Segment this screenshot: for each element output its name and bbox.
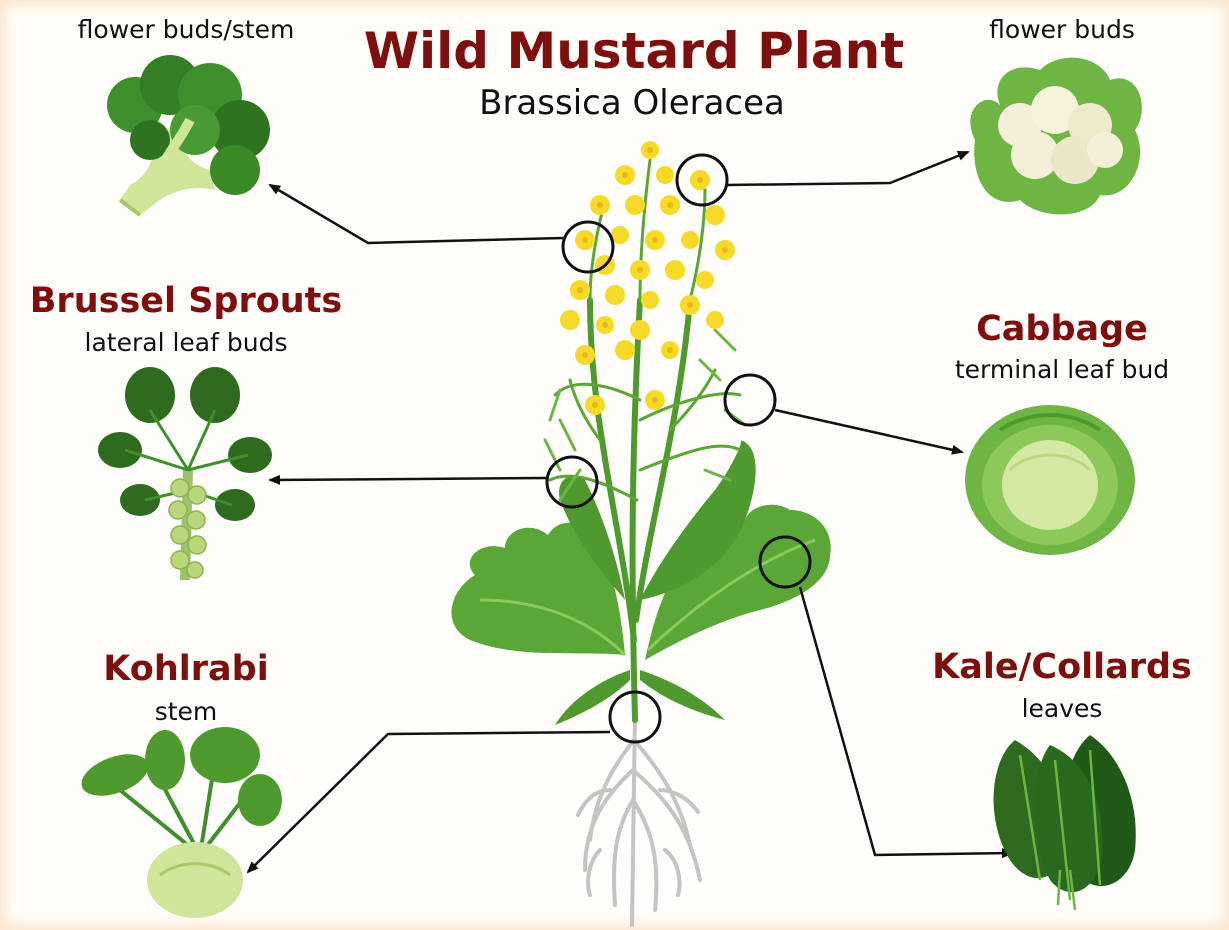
kohlrabi-illustration	[76, 727, 282, 918]
arrow-kohlrabi	[248, 732, 610, 872]
callout-circle-cabbage	[725, 375, 775, 425]
kale-illustration	[994, 735, 1136, 910]
diagram-subtitle: Brassica Oleracea	[479, 86, 785, 120]
brussels-desc: lateral leaf buds	[85, 330, 288, 355]
kale-desc: leaves	[1022, 696, 1103, 721]
kohlrabi-name: Kohlrabi	[103, 652, 268, 687]
arrow-kale	[800, 587, 1012, 855]
cabbage-illustration	[965, 405, 1135, 555]
plant-roots	[578, 712, 700, 925]
kohlrabi-desc: stem	[155, 699, 218, 724]
arrow-brussels	[270, 478, 547, 480]
arrow-broccoli	[270, 185, 563, 243]
diagram-title: Wild Mustard Plant	[364, 26, 904, 76]
kale-name: Kale/Collards	[932, 650, 1192, 685]
arrow-cabbage	[775, 410, 962, 452]
cauliflower-desc: flower buds	[989, 17, 1135, 42]
brussels-sprouts-illustration	[98, 367, 272, 580]
brussels-name: Brussel Sprouts	[30, 284, 343, 319]
mustard-plant	[451, 141, 830, 925]
cabbage-desc: terminal leaf bud	[955, 357, 1169, 382]
broccoli-illustration	[107, 55, 270, 215]
arrow-cauliflower	[727, 152, 968, 185]
cabbage-name: Cabbage	[976, 312, 1148, 347]
broccoli-desc: flower buds/stem	[78, 17, 295, 42]
cauliflower-illustration	[970, 58, 1142, 215]
